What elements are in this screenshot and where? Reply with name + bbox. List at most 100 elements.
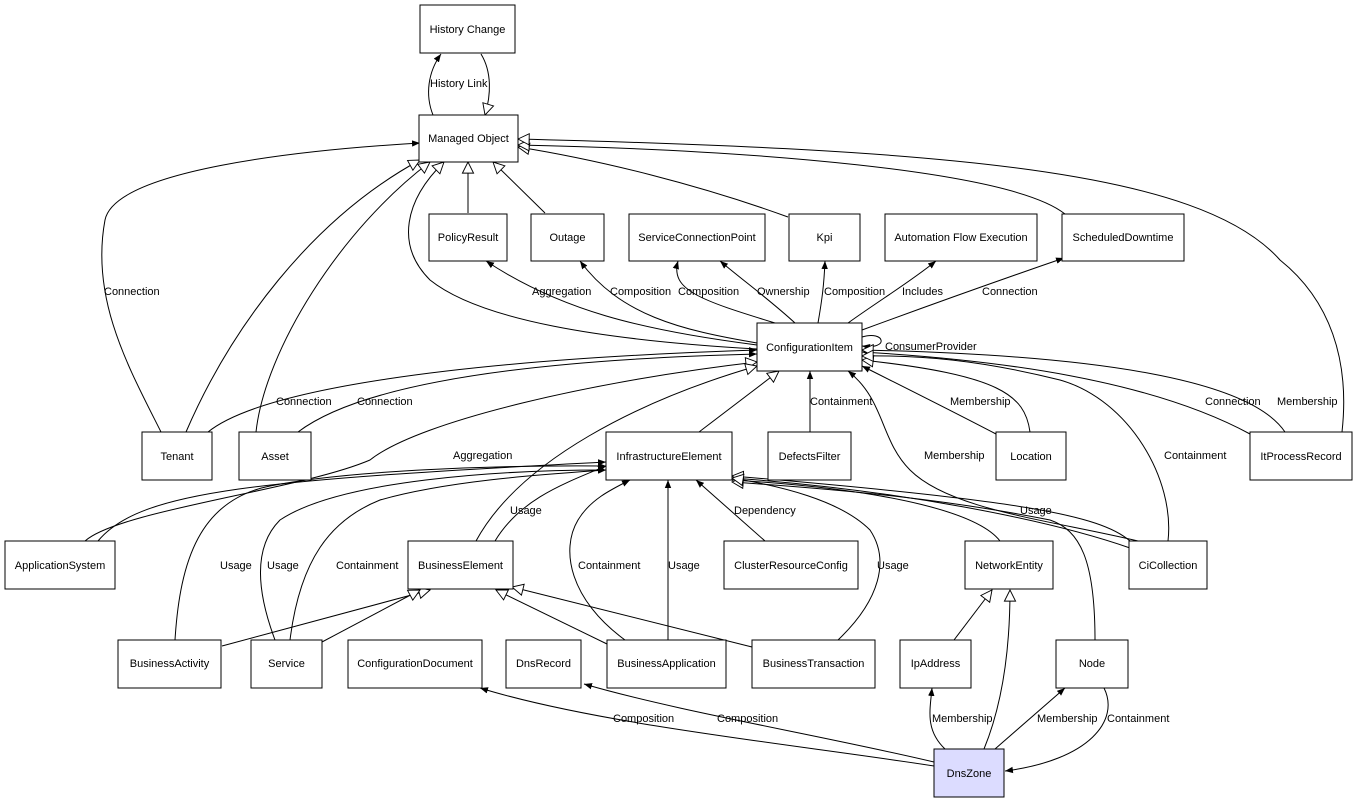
edge-scheduleddowntime-mo [518, 145, 1066, 215]
node-label: Tenant [160, 451, 193, 463]
label-location-ci-membership: Membership [950, 396, 1011, 408]
label-itpr-ci-membership: Membership [1277, 396, 1338, 408]
label-cic-ci-containment: Containment [1164, 450, 1226, 462]
node-label: Managed Object [428, 133, 509, 145]
node-label: Kpi [817, 232, 833, 244]
edge-ci-mo-generalization [408, 162, 758, 350]
node-it-process-record[interactable]: ItProcessRecord [1249, 431, 1353, 481]
node-label: InfrastructureElement [616, 451, 721, 463]
node-asset[interactable]: Asset [238, 431, 312, 481]
edge-node-ie [732, 482, 1096, 641]
node-service[interactable]: Service [250, 639, 323, 689]
node-label: BusinessApplication [617, 658, 715, 670]
node-label: ConfigurationItem [766, 342, 853, 354]
node-business-activity[interactable]: BusinessActivity [117, 639, 222, 689]
node-label: DefectsFilter [779, 451, 841, 463]
label-dz-ip-membership: Membership [932, 713, 993, 725]
node-business-application[interactable]: BusinessApplication [606, 639, 727, 689]
node-configuration-document[interactable]: ConfigurationDocument [347, 639, 483, 689]
node-label: History Change [430, 24, 506, 36]
edge-tenant-mo-generalization [185, 160, 420, 433]
label-bapp-ie-usage: Usage [668, 560, 700, 572]
node-history-change[interactable]: History Change [419, 4, 516, 54]
node-ip-address[interactable]: IpAddress [899, 639, 972, 689]
node-network-entity[interactable]: NetworkEntity [964, 540, 1054, 590]
node-label: Outage [549, 232, 585, 244]
node-label: CiCollection [1139, 560, 1198, 572]
node-label: NetworkEntity [975, 560, 1043, 572]
label-be-ie-usage: Usage [510, 505, 542, 517]
label-ci-policy-aggregation: Aggregation [532, 286, 591, 298]
edge-dnszone-node-membership [994, 687, 1066, 750]
label-svc-ie-usage: Usage [267, 560, 299, 572]
edge-ipaddress-ne [953, 590, 992, 641]
edge-bapp-be [496, 590, 608, 645]
edge-cicollection-ci-membership [847, 370, 1139, 542]
edges [84, 53, 1345, 774]
label-as-ie-aggregation: Aggregation [453, 450, 512, 462]
label-svc-ie-containment: Containment [336, 560, 398, 572]
node-node[interactable]: Node [1055, 639, 1129, 689]
edge-businesselement-ci [475, 366, 757, 542]
label-bapp-ie-containment: Containment [578, 560, 640, 572]
node-business-transaction[interactable]: BusinessTransaction [751, 639, 876, 689]
edge-ci-outage [579, 260, 758, 344]
label-ci-kpi-composition: Composition [824, 286, 885, 298]
edge-outage-mo [493, 162, 546, 214]
node-label: ScheduledDowntime [1073, 232, 1174, 244]
node-defects-filter[interactable]: DefectsFilter [767, 431, 852, 481]
node-label: ApplicationSystem [15, 560, 106, 572]
edge-asset-ci-connection [297, 351, 758, 433]
node-ci-collection[interactable]: CiCollection [1128, 540, 1208, 590]
edge-infra-ci [698, 371, 779, 433]
edge-bt-ie-usage [732, 478, 881, 641]
node-label: Location [1010, 451, 1052, 463]
node-outage[interactable]: Outage [530, 213, 605, 262]
node-location[interactable]: Location [995, 431, 1067, 481]
edge-businessactivity-ie-usage [174, 462, 607, 641]
node-managed-object[interactable]: Managed Object [418, 114, 519, 163]
edge-businessactivity-be [221, 590, 430, 647]
node-dns-record[interactable]: DnsRecord [505, 639, 582, 689]
label-asset-ci-connection: Connection [357, 396, 413, 408]
edge-ci-self-consumerprovider [861, 335, 882, 351]
label-cic-ie-usage: Usage [1020, 505, 1052, 517]
node-label: ClusterResourceConfig [734, 560, 848, 572]
node-service-connection-point[interactable]: ServiceConnectionPoint [628, 213, 766, 262]
label-ci-afe-includes: Includes [902, 286, 943, 298]
node-configuration-item[interactable]: ConfigurationItem [756, 322, 863, 372]
edge-dnszone-dnsrecord [583, 683, 935, 763]
node-dns-zone[interactable]: DnsZone [933, 748, 1005, 798]
edge-location-ci [861, 365, 997, 435]
node-tenant[interactable]: Tenant [141, 431, 213, 481]
node-policy-result[interactable]: PolicyResult [428, 213, 508, 262]
edge-appsystem-ie-aggregation [97, 459, 607, 542]
edge-dnszone-ipaddress [928, 687, 946, 750]
edge-location-ci-generalization [862, 360, 1031, 433]
label-bt-ie-usage: Usage [877, 560, 909, 572]
node-cluster-resource-config[interactable]: ClusterResourceConfig [723, 540, 859, 590]
label-dz-cd-composition: Composition [613, 713, 674, 725]
edge-tenant-mo-connection [101, 140, 421, 433]
label-tenant-ci-connection: Connection [276, 396, 332, 408]
edge-ci-kpi [817, 260, 828, 324]
edge-ci-policyresult [485, 260, 758, 346]
node-infrastructure-element[interactable]: InfrastructureElement [605, 431, 733, 481]
edge-dnszone-configdoc [479, 687, 935, 767]
node-business-element[interactable]: BusinessElement [407, 540, 514, 590]
edge-appsystem-ci [84, 362, 757, 542]
node-application-system[interactable]: ApplicationSystem [4, 540, 116, 590]
label-df-ci-containment: Containment [810, 396, 872, 408]
edge-service-be [321, 590, 420, 643]
label-ci-scp-ownership: Ownership [757, 286, 810, 298]
edge-bt-be [512, 587, 753, 648]
nodes: History Change Managed Object PolicyResu… [4, 4, 1353, 798]
node-label: Service [268, 658, 305, 670]
edge-mo-history-link [428, 53, 442, 116]
node-automation-flow-execution[interactable]: Automation Flow Execution [884, 213, 1038, 262]
node-scheduled-downtime[interactable]: ScheduledDowntime [1061, 213, 1185, 262]
edge-cicollection-ie-generalization [732, 476, 1131, 542]
node-kpi[interactable]: Kpi [788, 213, 861, 262]
label-itpr-ci-connection: Connection [1205, 396, 1261, 408]
